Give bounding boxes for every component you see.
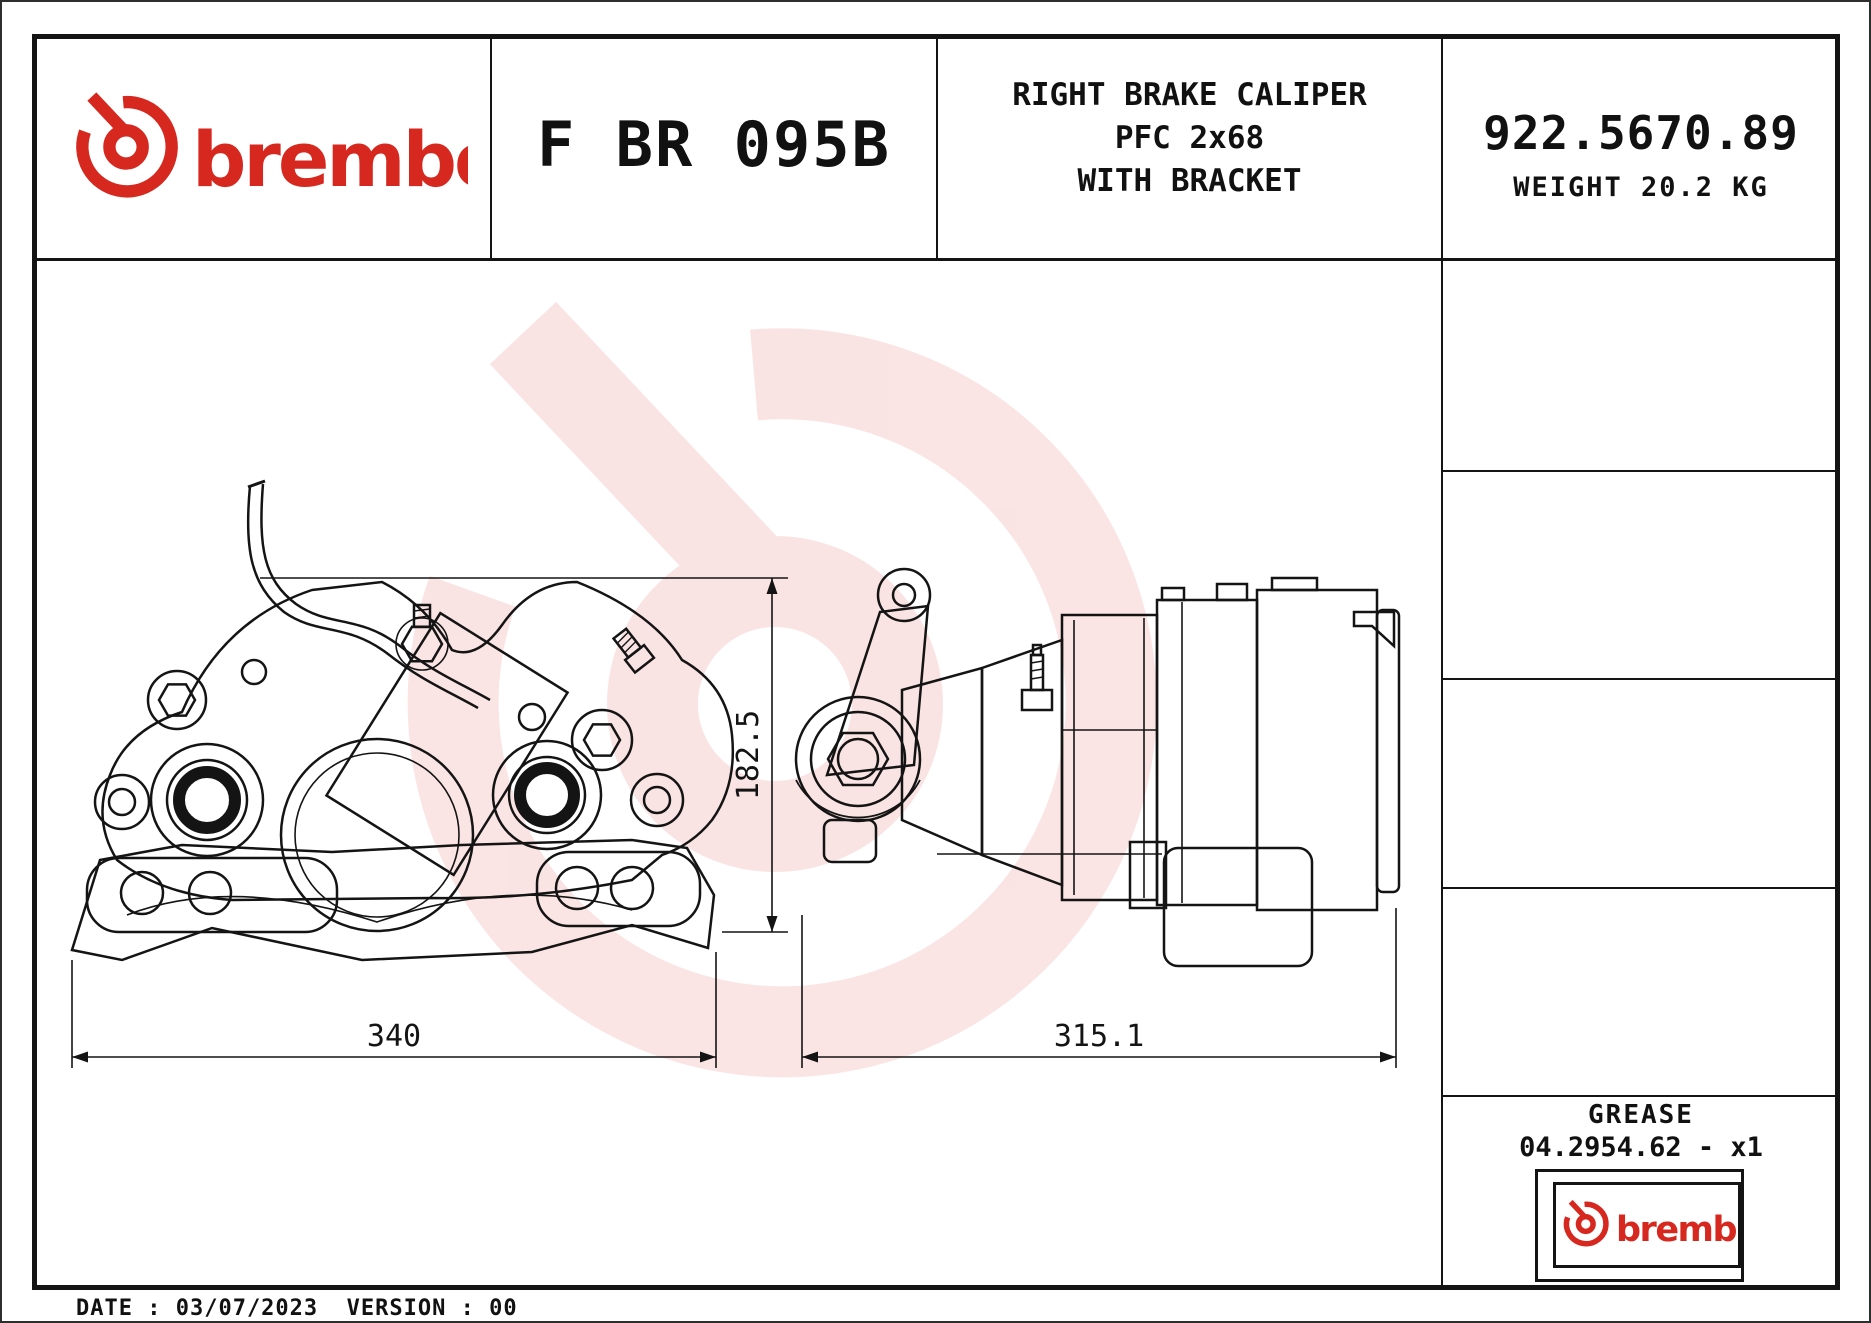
dim-side-width: 315.1	[1054, 1019, 1144, 1054]
part-code: F BR 095B	[537, 108, 891, 181]
right-column-border	[1441, 34, 1443, 1290]
logo-stem	[87, 92, 127, 134]
brand-wordmark: brembo	[192, 115, 468, 204]
description-line-2: PFC 2x68	[1114, 120, 1265, 156]
grease-label: GREASE	[1588, 1100, 1694, 1130]
pad-box	[1162, 846, 1314, 968]
logo-loop	[103, 124, 149, 170]
header-divider-2	[936, 34, 938, 260]
side-view	[794, 567, 1401, 968]
hub	[794, 695, 922, 823]
weight-label: WEIGHT 20.2 KG	[1513, 172, 1769, 203]
header-divider-1	[490, 34, 492, 260]
hub-step	[822, 818, 878, 864]
bracket-lug-right	[535, 850, 702, 928]
bracket-lug-left	[85, 856, 339, 934]
spec-row-divider-2	[1443, 678, 1840, 680]
grease-brand-wordmark: brembo	[1616, 1210, 1736, 1250]
front-view	[70, 479, 735, 962]
grease-logo-box-inner: brembo	[1553, 1182, 1741, 1268]
spec-row-divider-3	[1443, 887, 1840, 889]
banjo-bolt	[395, 603, 449, 671]
brembo-logo-icon: brembo	[76, 92, 506, 204]
technical-drawing: 340 315.1 182.5	[70, 301, 1401, 1078]
dimension-arrows	[72, 578, 1396, 1063]
body-section-2	[1155, 598, 1259, 907]
lever-arm	[825, 604, 930, 777]
guide-bolt-right	[570, 708, 634, 772]
piston-bore-right	[491, 739, 603, 851]
boss-right	[629, 772, 685, 828]
date-version-line: DATE : 03/07/2023 VERSION : 00	[76, 1296, 518, 1321]
pad-step	[1128, 840, 1168, 910]
body-section-3	[1255, 588, 1379, 912]
part-number: 922.5670.89	[1483, 106, 1799, 160]
dimension-lines	[71, 577, 1397, 1068]
brand-logo: brembo	[68, 86, 506, 218]
grease-part-number: 04.2954.62 - x1	[1519, 1132, 1763, 1163]
spec-row-divider-1	[1443, 470, 1840, 472]
logo-ring	[76, 95, 178, 198]
dim-height: 182.5	[731, 710, 766, 800]
dim-front-width: 340	[367, 1019, 421, 1054]
brembo-watermark-icon	[407, 301, 1157, 1078]
disc-opening	[279, 737, 475, 933]
grease-logo-box	[1535, 1169, 1744, 1282]
brembo-logo-small-icon: brembo	[1563, 1199, 1736, 1250]
part-description: RIGHT BRAKE CALIPER PFC 2x68 WITH BRACKE…	[937, 74, 1442, 203]
lever-eye	[876, 567, 932, 623]
guide-bolt-left	[146, 669, 208, 731]
bleed-screw-front	[611, 626, 656, 675]
end-plate	[1375, 608, 1401, 894]
brake-pipe	[246, 479, 491, 710]
bracket-plate	[70, 838, 716, 962]
boss-left	[93, 773, 151, 831]
piston-bore-left	[149, 742, 265, 858]
bleed-screw-side	[1020, 643, 1054, 712]
spec-row-divider-4	[1443, 1095, 1840, 1097]
caliper-outline	[101, 580, 735, 902]
description-line-1: RIGHT BRAKE CALIPER	[1012, 77, 1367, 113]
corner-notch	[1352, 610, 1396, 649]
description-line-3: WITH BRACKET	[1077, 163, 1302, 199]
